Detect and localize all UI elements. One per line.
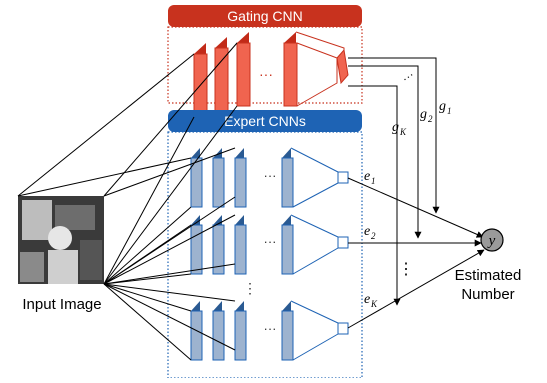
- expert-layer: [234, 310, 247, 361]
- svg-text:g: g: [439, 99, 446, 114]
- expert-cnn-1: ···: [190, 147, 349, 208]
- expert-ellipsis: ···: [264, 321, 277, 336]
- svg-text:g: g: [392, 120, 399, 135]
- expert-funnel: [290, 214, 339, 275]
- expert-cnns-module: Expert CNNs ··· ···: [167, 110, 363, 379]
- svg-text:e: e: [364, 292, 370, 307]
- gk-label: g K: [392, 120, 407, 137]
- g2-path: [348, 65, 422, 239]
- expert-output-node: [337, 171, 349, 184]
- expert-layer: [212, 310, 225, 361]
- expert-layer: [281, 310, 294, 361]
- svg-text:K: K: [399, 127, 407, 137]
- gating-funnel: [296, 42, 338, 107]
- gk-path: [348, 85, 401, 306]
- input-image: [18, 196, 104, 284]
- expert-cnn-k: ···: [190, 300, 349, 361]
- expert-layer: [234, 224, 247, 275]
- expert-layer: [212, 157, 225, 208]
- gating-layer: [283, 42, 298, 107]
- output-label-line2: Number: [461, 286, 514, 303]
- output-symbol: y: [487, 233, 496, 249]
- e1-path: [347, 177, 484, 238]
- expert-layer: [281, 157, 294, 208]
- expert-output-node: [337, 322, 349, 335]
- expert-ellipsis: ···: [264, 168, 277, 183]
- expert-funnel: [290, 300, 339, 361]
- expert-layer: [190, 157, 203, 208]
- svg-text:1: 1: [447, 106, 452, 116]
- expert-layer: [190, 310, 203, 361]
- gating-layer: [236, 42, 251, 107]
- svg-text:2: 2: [371, 231, 376, 241]
- expert-cnns-header: [168, 110, 362, 132]
- input-image-label: Input Image: [22, 296, 101, 313]
- gating-cnn-module: Gating CNN ···: [167, 5, 363, 118]
- e1-label: e 1: [364, 169, 376, 186]
- ek-path: [347, 249, 485, 329]
- gating-output-vector: [336, 48, 349, 85]
- expert-ellipsis: ···: [264, 234, 277, 249]
- expert-layer: [234, 157, 247, 208]
- expert-cnn-2: ···: [190, 214, 349, 275]
- expert-output-node: [337, 236, 349, 249]
- input-connections: [17, 42, 238, 361]
- gating-outputs-ellipsis: ···: [399, 67, 417, 85]
- g2-label: g 2: [420, 107, 433, 124]
- expert-layer: [190, 224, 203, 275]
- gating-cnn-title: Gating CNN: [227, 8, 302, 24]
- gating-routing: [347, 57, 485, 329]
- gating-conv-layers: ···: [193, 31, 349, 118]
- gating-ellipsis: ···: [259, 66, 273, 82]
- expert-layer: [281, 224, 294, 275]
- output-label-line1: Estimated: [455, 267, 522, 284]
- g1-path: [348, 57, 440, 214]
- experts-vertical-ellipsis: ⋮: [243, 280, 257, 296]
- svg-text:1: 1: [371, 176, 376, 186]
- svg-text:g: g: [420, 107, 427, 122]
- svg-text:e: e: [364, 224, 370, 239]
- expert-funnel: [290, 147, 339, 208]
- gating-layer: [214, 47, 229, 112]
- svg-text:2: 2: [428, 114, 433, 124]
- ek-label: e K: [364, 292, 378, 309]
- svg-text:K: K: [370, 299, 378, 309]
- g1-label: g 1: [439, 99, 452, 116]
- output-node: y: [480, 228, 504, 252]
- gating-cnn-header: [168, 5, 362, 27]
- expert-cnns-title: Expert CNNs: [224, 113, 306, 129]
- expert-layer: [212, 224, 225, 275]
- svg-text:e: e: [364, 169, 370, 184]
- gating-cnn-frame: [167, 26, 363, 104]
- e2-label: e 2: [364, 224, 376, 241]
- experts-outputs-ellipsis: ⋮: [398, 261, 414, 278]
